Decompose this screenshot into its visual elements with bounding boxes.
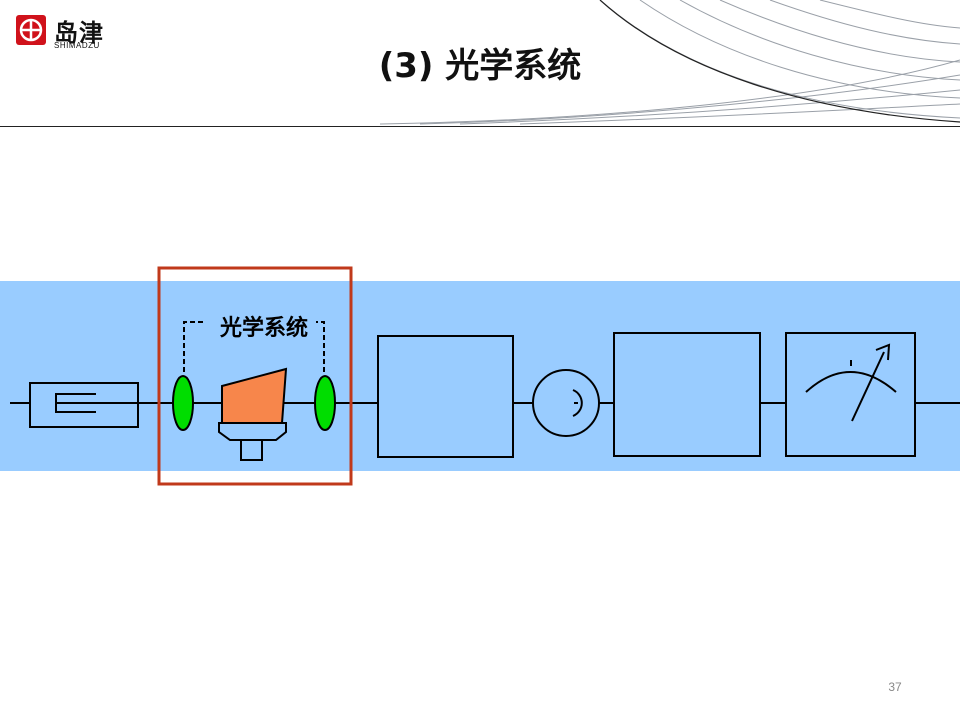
prism xyxy=(218,367,288,461)
lens-right xyxy=(314,375,336,431)
logo-english-text: SHIMADZU xyxy=(54,41,100,50)
lens-left xyxy=(172,375,194,431)
optical-label-bracket xyxy=(183,321,325,372)
logo-chinese-text: 岛津 xyxy=(54,19,104,47)
readout-meter xyxy=(785,332,916,457)
light-source xyxy=(29,382,139,428)
header-rule xyxy=(0,126,960,127)
amplifier-box xyxy=(613,332,761,457)
sample-compartment-box xyxy=(377,335,514,458)
optical-system-highlight xyxy=(157,266,353,486)
detector xyxy=(532,369,600,437)
optical-system-label: 光学系统 xyxy=(219,315,308,341)
slide-number: 37 xyxy=(888,680,902,694)
page-title: (3) 光学系统 xyxy=(378,46,582,86)
header-decoration xyxy=(379,0,960,125)
logo-mark-icon xyxy=(16,15,46,45)
